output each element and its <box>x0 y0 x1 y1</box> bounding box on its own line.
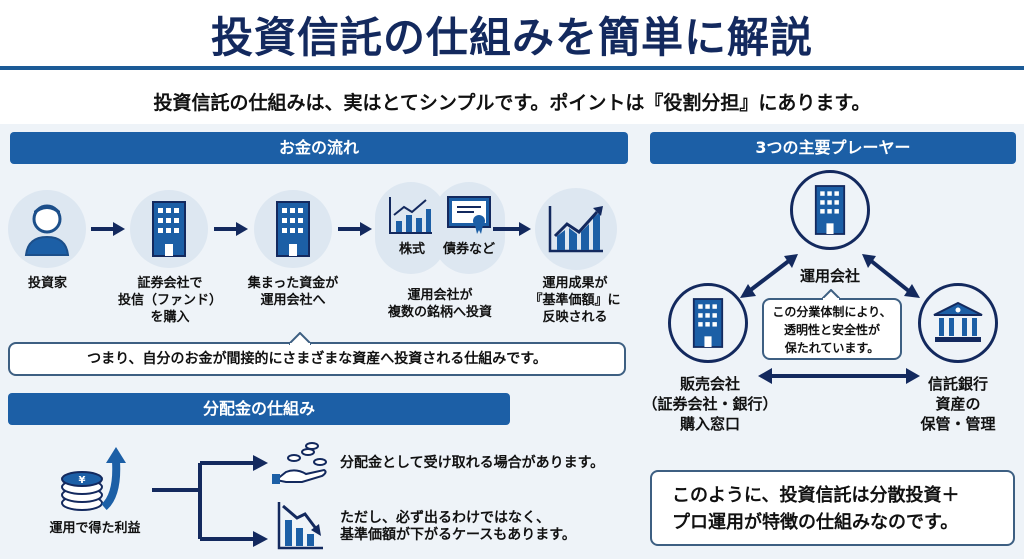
trust-bank-label: 信託銀行資産の保管・管理 <box>920 375 996 433</box>
arrow-right-icon <box>338 222 372 236</box>
step-label-nav: 運用成果が『基準価額』に反映される <box>529 276 621 325</box>
step-label-investor: 投資家 <box>27 276 67 291</box>
fund-manager-ring <box>790 170 870 250</box>
callout-pointer <box>289 332 311 345</box>
svg-text:¥: ¥ <box>79 475 86 486</box>
arrow-right-icon <box>214 222 248 236</box>
callout-pointer <box>822 289 840 300</box>
distribution-branch-1: 分配金として受け取れる場合があります。 <box>340 455 605 471</box>
fund-manager-name: 運用会社 <box>799 267 860 285</box>
declining-chart-icon <box>277 502 323 550</box>
distributor-ring <box>668 283 748 363</box>
building-icon <box>152 201 186 257</box>
money-flow-heading: お金の流れ <box>10 132 628 164</box>
distributor-label: 販売会社（証券会社・銀行）購入窓口 <box>642 375 778 433</box>
bond-certificate-icon <box>447 196 491 234</box>
hand-coins-icon <box>272 442 327 484</box>
step-label-diversified: 運用会社が複数の銘柄へ投資 <box>387 288 492 320</box>
two-way-arrows <box>740 254 920 384</box>
nav-result-circle <box>535 188 617 270</box>
distribution-branch-2: ただし、必ず出るわけではなく、基準価額が下がるケースもあります。 <box>340 510 576 543</box>
arrow-right-icon <box>493 222 531 236</box>
securities-company-circle <box>130 190 208 268</box>
yen-coins-rising-icon: ¥ <box>61 447 126 511</box>
growth-chart-icon <box>548 206 603 253</box>
money-flow-callout: つまり、自分のお金が間接的にさまざまな資産へ投資される仕組みです。 <box>8 342 626 376</box>
page-subtitle: 投資信託の仕組みは、実はとてシンプルです。ポイントは『役割分担』にあります。 <box>153 92 871 114</box>
building-icon <box>692 298 724 348</box>
bank-icon <box>933 301 983 342</box>
branch-arrows <box>152 455 268 547</box>
building-icon <box>276 201 310 257</box>
profit-label: 運用で得た利益 <box>49 521 141 536</box>
stocks-sublabel: 株式 <box>398 242 425 257</box>
investor-circle <box>8 190 86 268</box>
step-label-securities: 証券会社で投信（ファンド）を購入 <box>117 276 222 325</box>
players-heading: 3つの主要プレーヤー <box>650 132 1016 164</box>
arrow-right-icon <box>91 222 125 236</box>
person-icon <box>24 204 70 256</box>
title-rule <box>0 66 1024 70</box>
stock-chart-icon <box>389 197 432 234</box>
step-label-fund-manager: 集まった資金が運用会社へ <box>247 276 339 308</box>
bonds-sublabel: 債券など <box>442 242 495 257</box>
fund-manager-circle <box>254 190 332 268</box>
trust-bank-ring <box>918 283 998 363</box>
building-icon <box>814 185 846 235</box>
money-flow-callout-text: つまり、自分のお金が間接的にさまざまな資産へ投資される仕組みです。 <box>87 351 547 367</box>
distribution-heading: 分配金の仕組み <box>8 393 510 425</box>
summary-box: このように、投資信託は分散投資＋プロ運用が特徴の仕組みなのです。 <box>650 470 1015 546</box>
page-title: 投資信託の仕組みを簡単に解説 <box>210 13 813 62</box>
players-callout: この分業体制により、透明性と安全性が保たれています。 <box>762 298 902 360</box>
